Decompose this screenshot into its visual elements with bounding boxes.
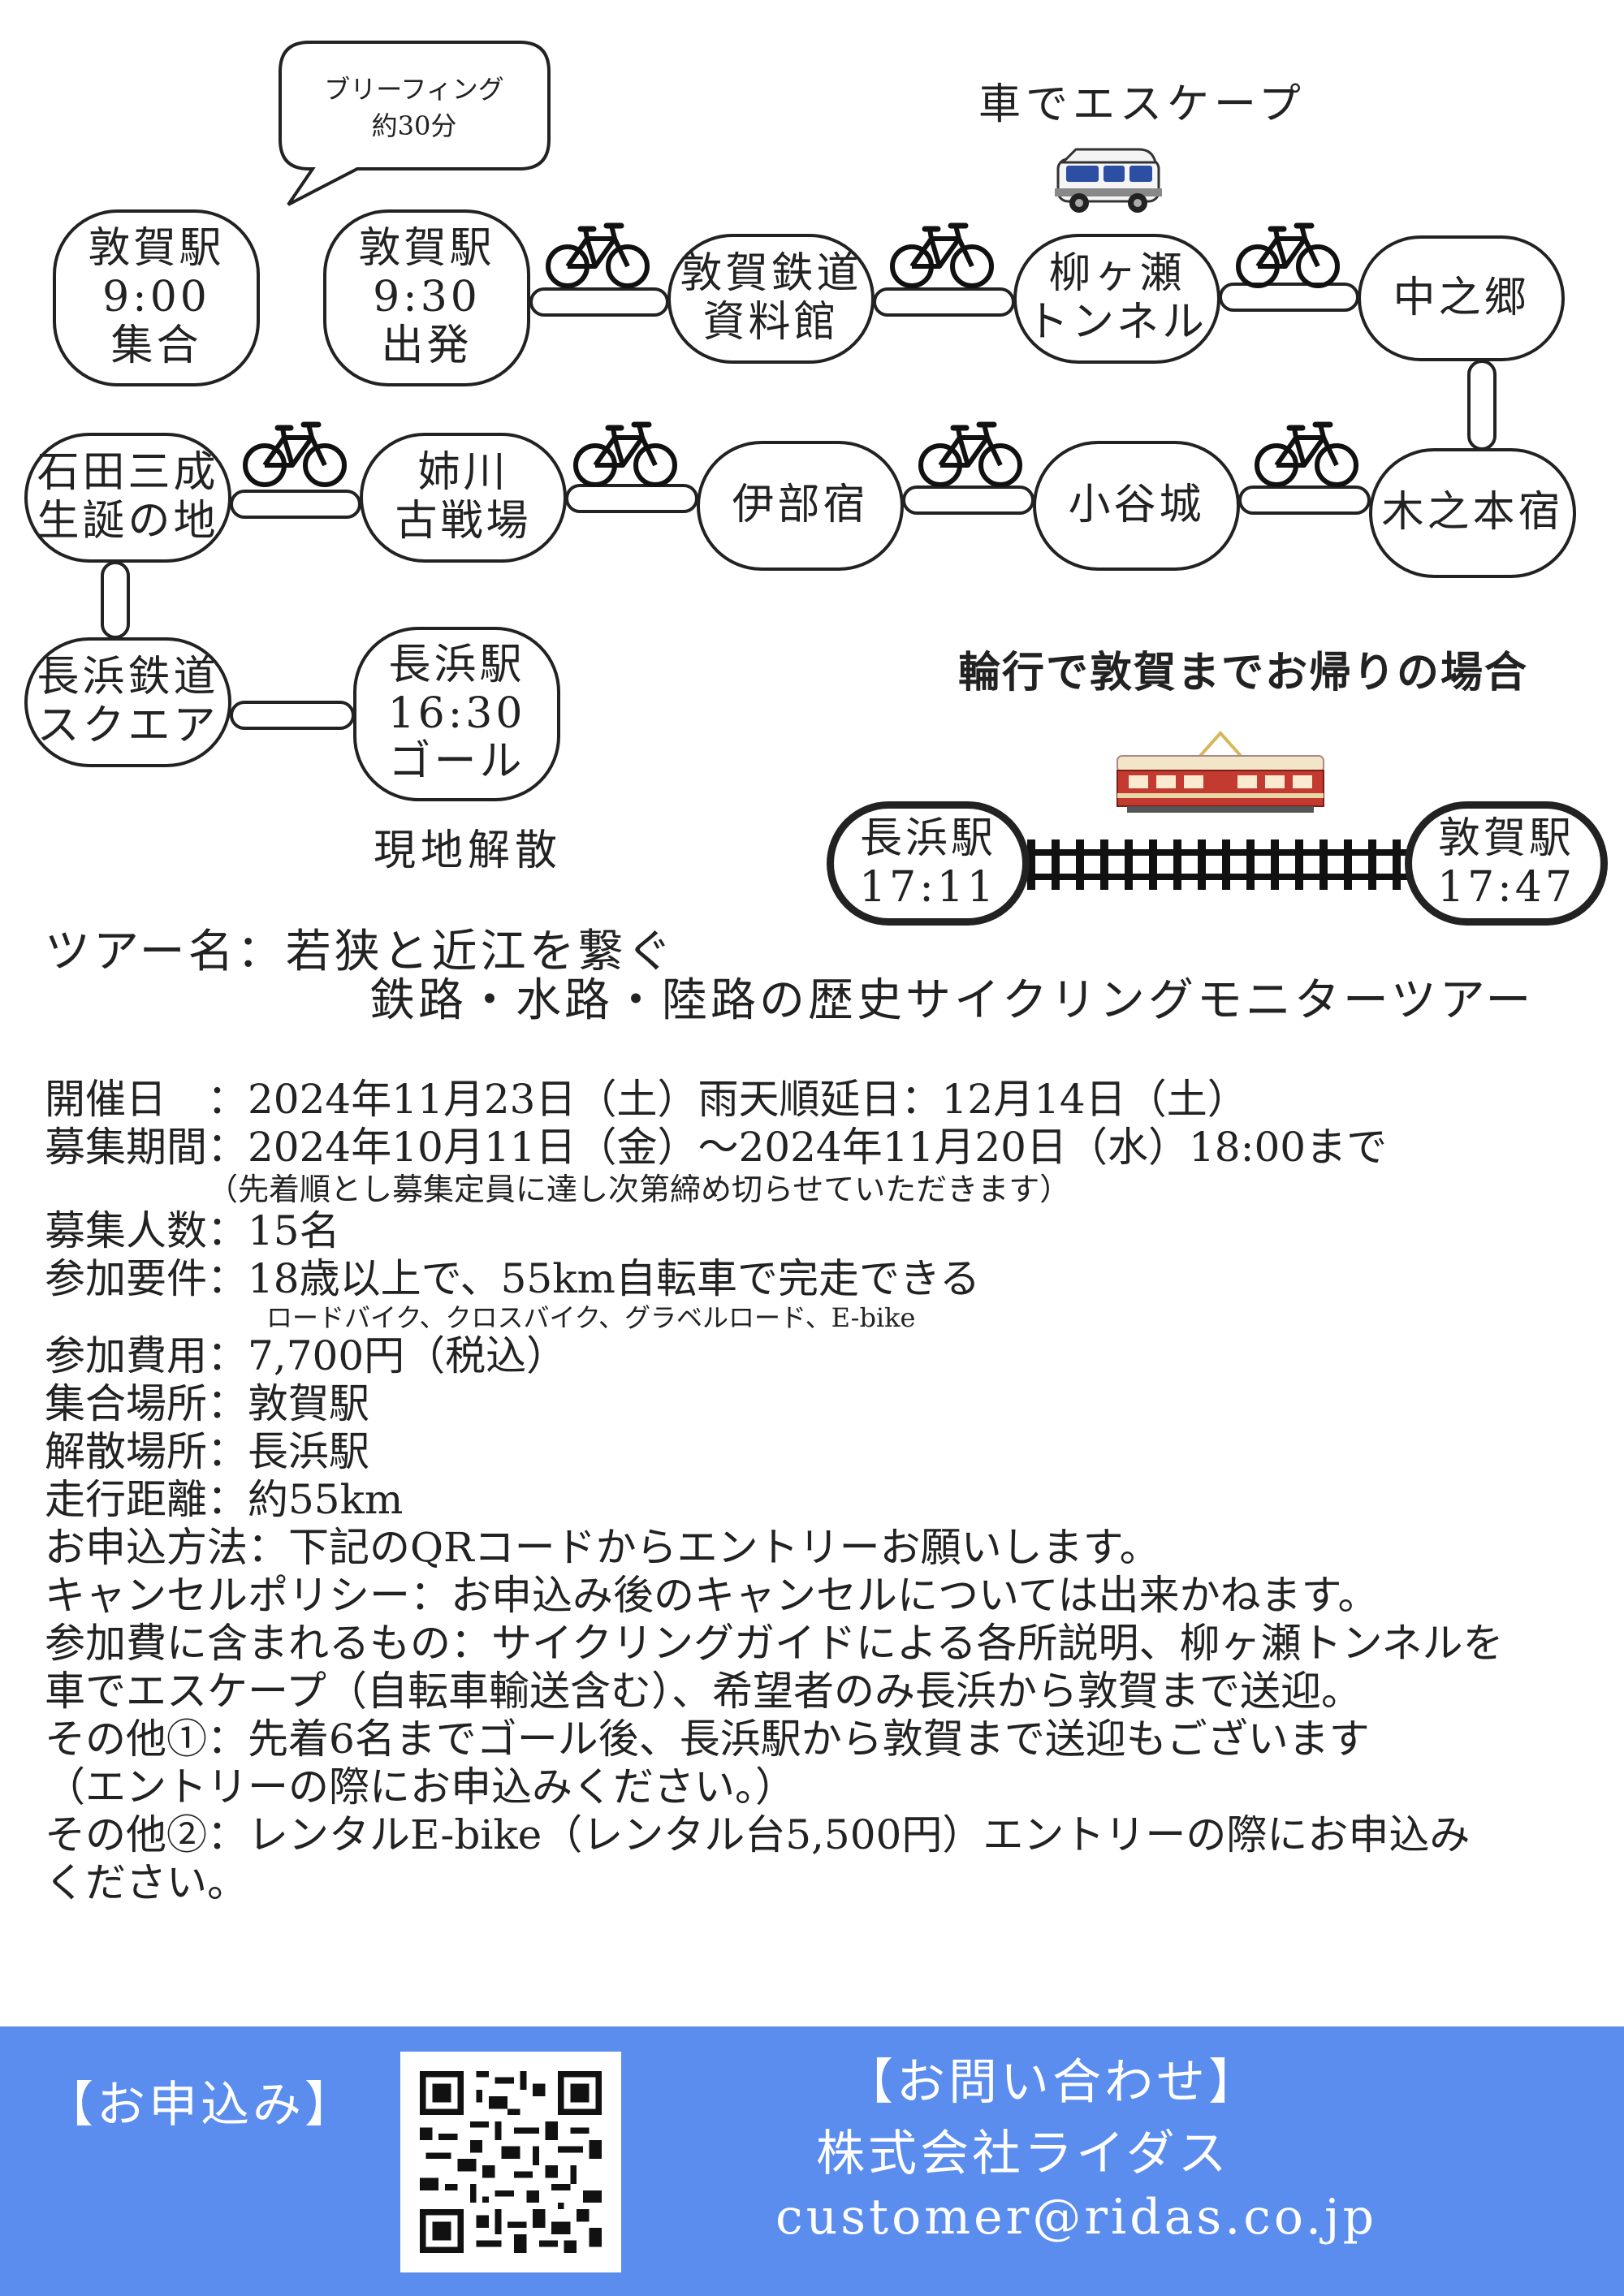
connector xyxy=(902,486,1034,515)
speech-bubble xyxy=(279,41,551,206)
node-odani-castle: 小谷城 xyxy=(1033,441,1240,571)
cancel-policy: キャンセルポリシー：お申込み後のキャンセルについては出来かねます。 xyxy=(45,1572,1379,1619)
included-line1: 参加費に含まれるもの：サイクリングガイドによる各所説明、柳ヶ瀬トンネルを xyxy=(45,1620,1504,1667)
meeting-place: 集合場所：敦賀駅 xyxy=(45,1380,369,1427)
node-return-nagahama: 長浜駅 17:11 xyxy=(827,801,1030,926)
apply-label: 【お申込み】 xyxy=(45,2077,356,2134)
contact-label: 【お問い合わせ】 xyxy=(844,2054,1260,2111)
connector xyxy=(1219,283,1359,312)
bicycle-icon xyxy=(1254,418,1359,488)
bicycle-icon xyxy=(1235,219,1341,289)
node-ibe: 伊部宿 xyxy=(697,441,904,571)
node-nagahama-square: 長浜鉄道 スクエア xyxy=(24,637,231,767)
requirement: 参加要件：18歳以上で、55km自転車で完走できる xyxy=(45,1255,980,1302)
footer: 【お申込み】 【お問い合わせ】 株式会社ライダス customer@ridas.… xyxy=(0,2026,1624,2296)
tour-name-line1: ツアー名：若狭と近江を繋ぐ xyxy=(45,926,676,978)
node-yanagase-tunnel: 柳ヶ瀬 トンネル xyxy=(1013,234,1220,364)
requirement-note: ロードバイク、クロスバイク、グラベルロード、E-bike xyxy=(266,1302,916,1333)
included-line2: 車でエスケープ（自転車輸送含む）、希望者のみ長浜から敦賀まで送迎。 xyxy=(45,1668,1362,1715)
bicycle-icon xyxy=(918,418,1023,488)
tram-icon xyxy=(1116,730,1324,813)
fee: 参加費用：7,700円（税込） xyxy=(45,1332,568,1379)
node-nagahama-goal: 長浜駅 16:30 ゴール xyxy=(353,627,560,801)
connector xyxy=(565,484,698,513)
briefing-label: ブリーフィング 約30分 xyxy=(324,74,504,141)
info-section: 開催日 ：2024年11月23日（土）雨天順延日：12月14日（土） 募集期間：… xyxy=(45,1076,1587,1907)
connector xyxy=(101,561,130,639)
tour-name-line2: 鉄路・水路・陸路の歴史サイクリングモニターツアー xyxy=(369,974,1535,1027)
dismiss-place: 解散場所：長浜駅 xyxy=(45,1428,369,1475)
van-icon xyxy=(1055,148,1162,213)
bicycle-icon xyxy=(889,219,995,289)
qr-code-image xyxy=(420,2071,602,2253)
bicycle-icon xyxy=(242,418,348,488)
node-return-tsuruga: 敦賀駅 17:47 xyxy=(1405,801,1608,926)
connector xyxy=(230,701,355,730)
node-tsuruga-meet: 敦賀駅 9:00 集合 xyxy=(53,209,260,386)
apply-method: お申込方法：下記のQRコードからエントリーお願いします。 xyxy=(45,1524,1160,1571)
connector xyxy=(873,287,1015,317)
railway-track xyxy=(1019,839,1417,890)
node-nakanogo: 中之郷 xyxy=(1358,235,1565,361)
bicycle-icon xyxy=(545,219,650,289)
node-ishida-birthplace: 石田三成 生誕の地 xyxy=(24,433,231,563)
connector xyxy=(230,490,361,519)
node-tsuruga-depart: 敦賀駅 9:30 出発 xyxy=(323,209,530,386)
other1-line1: その他①：先着6名までゴール後、長浜駅から敦賀まで送迎もございます xyxy=(45,1716,1370,1763)
connector xyxy=(529,287,669,317)
connector xyxy=(1467,360,1497,451)
other1-line2: （エントリーの際にお申込みください。） xyxy=(45,1763,796,1810)
other2-line1: その他②：レンタルE-bike（レンタル台5,500円）エントリーの際にお申込み xyxy=(45,1811,1471,1858)
other2-line2: ください。 xyxy=(45,1859,248,1906)
node-kinomoto: 木之本宿 xyxy=(1369,448,1576,578)
dismiss-label: 現地解散 xyxy=(374,826,563,875)
recruit-period-note: （先着順とし募集定員に達し次第締め切らせていただきます） xyxy=(207,1172,1071,1207)
distance: 走行距離：約55km xyxy=(45,1476,404,1523)
recruit-capacity: 募集人数：15名 xyxy=(45,1207,340,1254)
bicycle-icon xyxy=(572,418,678,488)
connector xyxy=(1238,486,1371,515)
recruit-period: 募集期間：2024年10月11日（金）〜2024年11月20日（水）18:00ま… xyxy=(45,1124,1388,1171)
return-title: 輪行で敦賀までお帰りの場合 xyxy=(958,648,1529,697)
company-name: 株式会社ライダス xyxy=(816,2126,1230,2182)
node-railway-museum: 敦賀鉄道 資料館 xyxy=(667,234,875,364)
contact-email[interactable]: customer@ridas.co.jp xyxy=(775,2189,1378,2246)
qr-code[interactable] xyxy=(400,2052,621,2272)
car-escape-label: 車でエスケープ xyxy=(978,80,1306,129)
node-anegawa: 姉川 古戦場 xyxy=(360,433,567,563)
event-date: 開催日 ：2024年11月23日（土）雨天順延日：12月14日（土） xyxy=(45,1076,1248,1123)
